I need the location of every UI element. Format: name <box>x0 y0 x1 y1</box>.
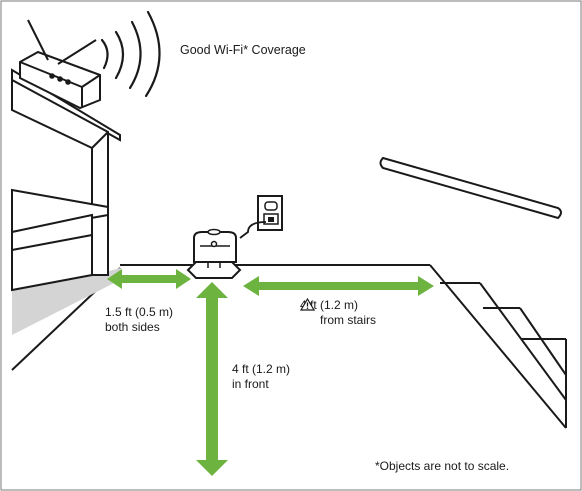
floor-edge <box>429 264 567 429</box>
shelf-icon <box>11 68 121 375</box>
side-arrow <box>107 269 191 289</box>
stairs-distance: 4 ft (1.2 m) <box>300 298 359 312</box>
stairs-arrow <box>243 276 434 296</box>
stairs-clearance-label: 4 ft (1.2 m) from stairs <box>300 298 376 328</box>
wifi-coverage-label: Good Wi-Fi* Coverage <box>180 43 306 57</box>
stairs-text: from stairs <box>320 313 377 327</box>
side-clearance-label: 1.5 ft (0.5 m) both sides <box>105 305 173 335</box>
front-clearance-label: 4 ft (1.2 m) in front <box>232 362 290 392</box>
front-arrow <box>196 282 228 476</box>
handrail-icon <box>379 156 562 220</box>
side-text: both sides <box>105 320 160 334</box>
stairs-icon <box>440 282 567 428</box>
front-distance: 4 ft (1.2 m) <box>232 362 291 376</box>
home-base-icon <box>186 228 242 279</box>
warning-icon <box>300 298 315 311</box>
scale-note: *Objects are not to scale. <box>375 459 510 473</box>
router-icon <box>19 19 101 110</box>
wifi-waves-icon <box>100 10 161 98</box>
power-outlet-icon <box>239 195 283 239</box>
side-distance: 1.5 ft (0.5 m) <box>105 305 174 319</box>
front-text: in front <box>232 377 269 391</box>
